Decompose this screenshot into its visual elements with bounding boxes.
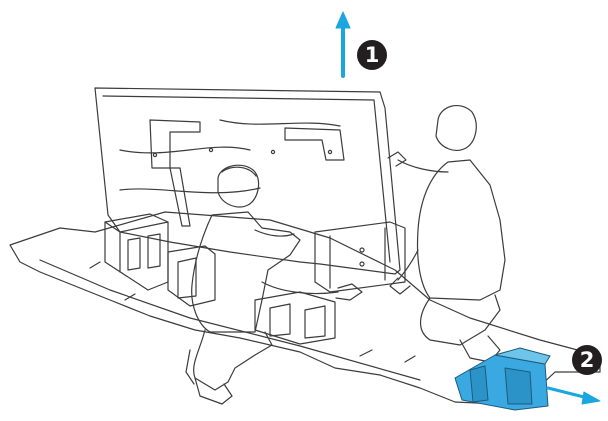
cardboard-support bbox=[315, 222, 405, 292]
box-base-fold-line bbox=[40, 260, 420, 380]
tv-panel bbox=[95, 88, 400, 274]
person-right-legs bbox=[421, 295, 500, 345]
person-right-torso bbox=[418, 160, 506, 300]
step-1-arrowhead bbox=[336, 12, 350, 28]
step-2-arrow bbox=[548, 388, 588, 398]
foam-block-left bbox=[105, 214, 168, 290]
person-right-head bbox=[436, 106, 476, 151]
step-2-badge: 2 bbox=[572, 345, 602, 375]
person-left-legs bbox=[194, 330, 272, 390]
person-left-torso bbox=[192, 212, 300, 332]
step-2-arrowhead bbox=[582, 392, 600, 404]
step-1-badge: 1 bbox=[357, 40, 387, 70]
